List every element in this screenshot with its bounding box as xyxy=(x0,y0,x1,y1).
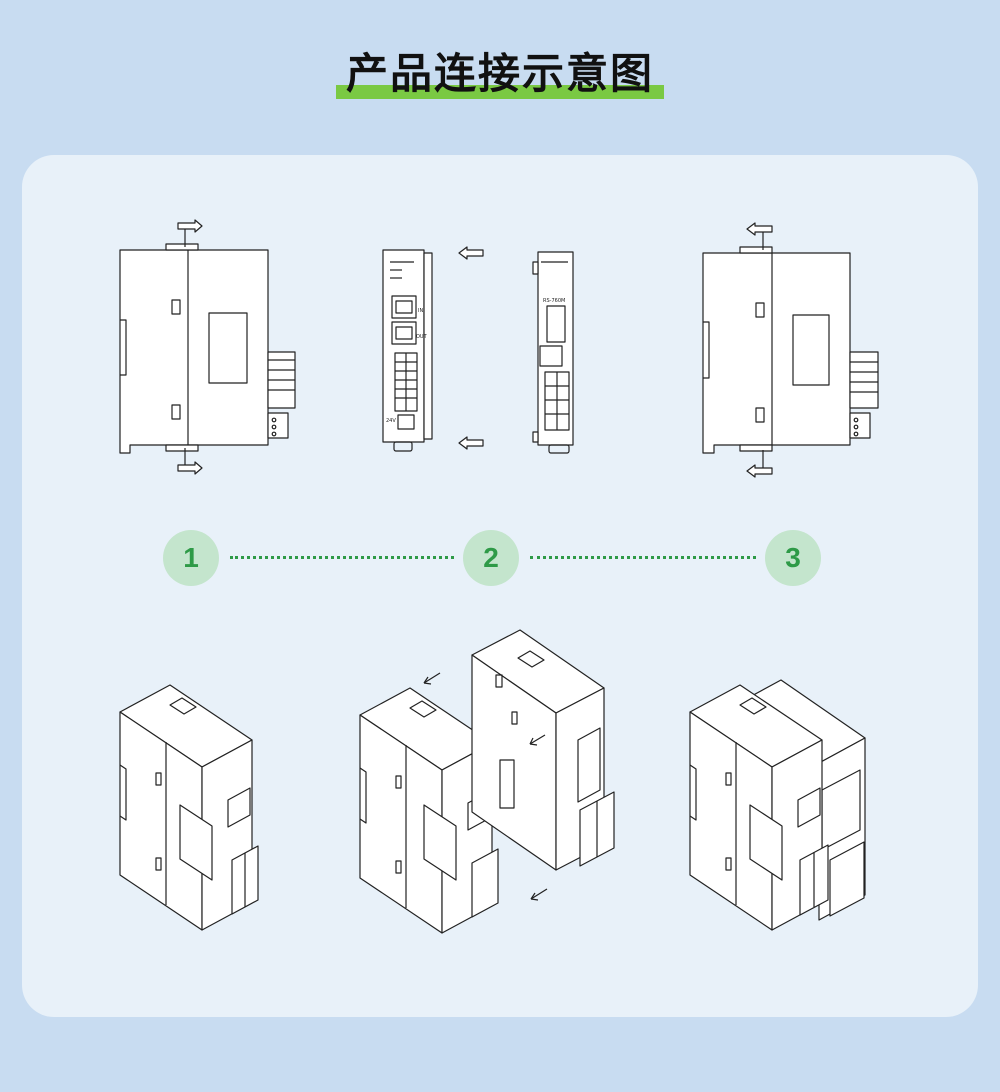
step-3-badge: 3 xyxy=(765,530,821,586)
arrow-down-left-icon xyxy=(529,734,546,746)
module-front-view: IN OUT 24V xyxy=(382,249,433,452)
step-connector-2-3 xyxy=(530,556,756,559)
step-connector-1-2 xyxy=(230,556,454,559)
arrow-left-icon xyxy=(746,222,773,250)
arrow-left-icon xyxy=(458,246,484,260)
device-isometric-step-1 xyxy=(119,684,259,931)
model-label: RS-760M xyxy=(543,298,565,304)
page-title-text: 产品连接示意图 xyxy=(345,49,654,98)
device-isometric-step-3 xyxy=(689,679,866,931)
arrow-left-icon xyxy=(458,436,484,450)
device-isometric-step-2-base xyxy=(359,687,499,934)
arrow-right-icon xyxy=(177,219,203,247)
port-in-label: IN xyxy=(418,308,423,314)
arrow-left-icon xyxy=(746,450,773,478)
arrow-right-icon xyxy=(177,448,203,475)
device-side-view-left xyxy=(119,243,296,454)
arrow-down-left-icon xyxy=(530,888,548,901)
module-isometric-sliding xyxy=(471,629,615,871)
arrow-down-left-icon xyxy=(423,672,441,685)
device-side-view-right xyxy=(702,246,879,454)
title-wrap: 产品连接示意图 xyxy=(0,40,1000,101)
step-2-badge: 2 xyxy=(463,530,519,586)
page-title: 产品连接示意图 xyxy=(335,40,664,101)
port-out-label: OUT xyxy=(416,334,428,340)
module-side-view: RS-760M xyxy=(532,251,574,454)
power-label: 24V xyxy=(386,418,396,424)
step-1-badge: 1 xyxy=(163,530,219,586)
